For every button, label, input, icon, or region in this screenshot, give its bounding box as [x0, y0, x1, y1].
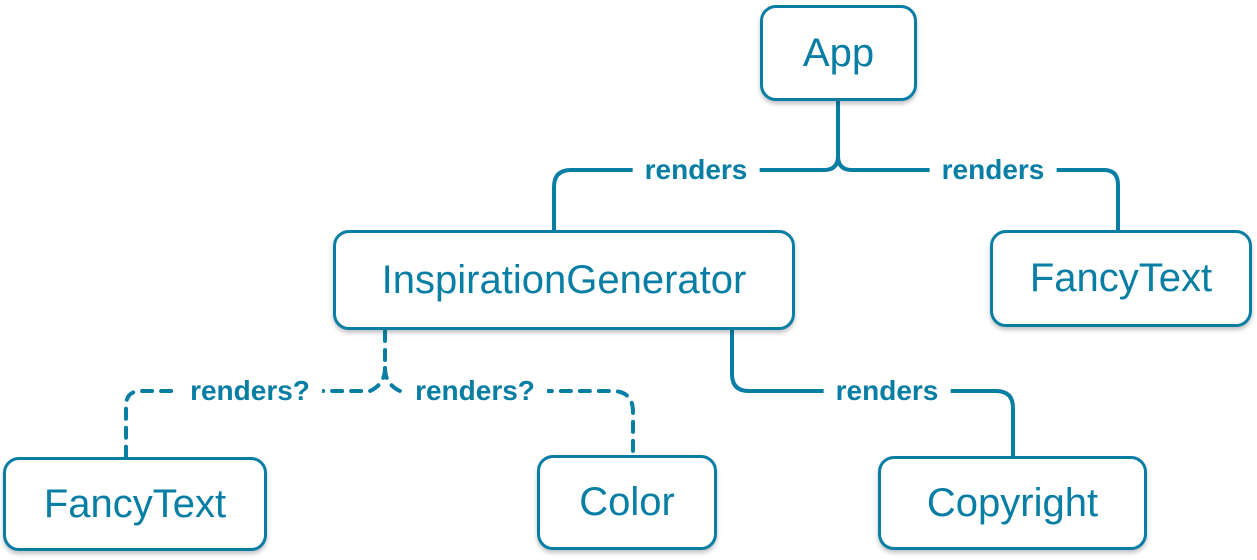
- node-app: App: [760, 5, 917, 101]
- edge-app-inspirationgenerator: [552, 154, 840, 233]
- edge-label-renders-app-inspirationgenerator: renders: [632, 153, 760, 187]
- node-copyright: Copyright: [878, 456, 1147, 550]
- edge-label-renders-copyright: renders: [823, 374, 951, 408]
- edge-inspirationgenerator-color-conditional: [383, 366, 635, 458]
- edge-app-fancytext: [836, 154, 1120, 233]
- edge-label-renders-conditional-fancytext: renders?: [178, 374, 322, 408]
- node-fancytext-bottom: FancyText: [3, 457, 267, 551]
- node-inspiration-generator: InspirationGenerator: [333, 230, 795, 330]
- edge-inspirationgenerator-fancytext-conditional: [124, 366, 387, 461]
- edge-label-renders-conditional-color: renders?: [403, 374, 547, 408]
- node-color: Color: [537, 455, 717, 550]
- edge-label-renders-app-fancytext: renders: [929, 153, 1057, 187]
- node-fancytext-top: FancyText: [990, 230, 1252, 327]
